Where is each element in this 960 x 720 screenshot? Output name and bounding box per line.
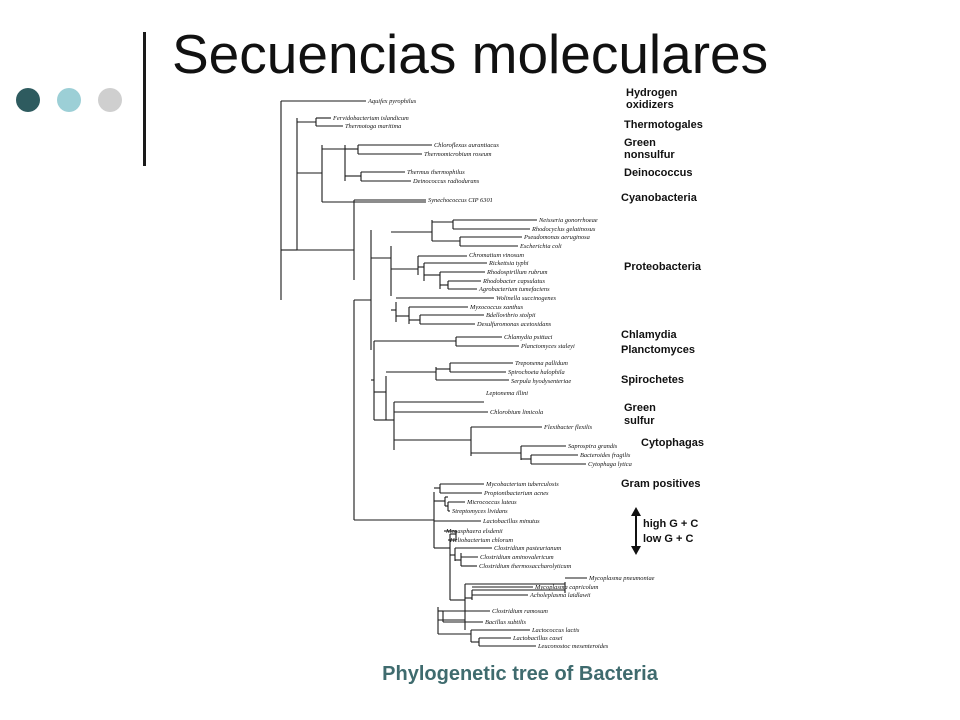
taxon-label: Bacteroides fragilis xyxy=(580,452,631,459)
group-labels: HydrogenoxidizersThermotogalesGreennonsu… xyxy=(621,87,704,545)
taxon-label: Mycoplasma pneumoniae xyxy=(588,575,655,582)
taxon-label: Lactobacillus minutus xyxy=(482,518,540,525)
dot-light-teal xyxy=(57,88,81,112)
taxon-label: Propionibacterium acnes xyxy=(483,490,549,497)
taxon-label: Rickettsia typhi xyxy=(488,260,529,267)
taxon-label: Streptomyces lividans xyxy=(452,508,508,515)
taxon-label: Clostridium thermosaccharolyticum xyxy=(479,563,572,570)
taxon-label: Clostridium pasteurianum xyxy=(494,545,562,552)
taxon-label: Myxococcus xanthus xyxy=(469,304,524,311)
taxon-label: Heliobacterium chlorum xyxy=(449,537,513,544)
taxon-label: Thermus thermophilus xyxy=(407,169,465,176)
taxon-label: Mycobacterium tuberculosis xyxy=(485,481,559,488)
group-label: Hydrogen xyxy=(626,87,678,99)
taxon-label: Rhodobacter capsulatus xyxy=(482,278,545,285)
dot-gray xyxy=(98,88,122,112)
taxon-label: Escherichia coli xyxy=(519,243,562,250)
group-label: Planctomyces xyxy=(621,344,695,356)
group-label: Deinococcus xyxy=(624,167,692,179)
figure-caption: Phylogenetic tree of Bacteria xyxy=(382,663,658,685)
taxon-label: Lactococcus lactis xyxy=(531,627,580,634)
group-label: Proteobacteria xyxy=(624,261,702,273)
taxon-label: Clostridium ramosum xyxy=(492,608,548,615)
taxon-label: Rhodospirillum rubrum xyxy=(486,269,548,276)
tree-branches xyxy=(280,100,587,647)
taxon-label: Spirochoeta halophila xyxy=(508,369,565,376)
taxon-label: Fervidobacterium islandicum xyxy=(332,115,409,122)
taxon-label: Flexibacter flexilis xyxy=(543,424,593,431)
taxon-label: Thermotoga maritima xyxy=(345,123,401,130)
group-label: sulfur xyxy=(624,415,655,427)
group-label: Spirochetes xyxy=(621,374,684,386)
group-label: low G + C xyxy=(643,533,693,545)
group-label: Green xyxy=(624,402,656,414)
taxon-label: Mycoplasma capricolum xyxy=(534,584,599,591)
taxon-label: Chlamydia psittaci xyxy=(504,334,553,341)
taxon-label: Megasphaera elsdenii xyxy=(445,528,503,535)
taxon-label: Clostridium aminovalericum xyxy=(480,554,554,561)
group-label: Thermotogales xyxy=(624,119,703,131)
taxon-label: Cytophaga lytica xyxy=(588,461,632,468)
group-label: high G + C xyxy=(643,518,698,530)
taxon-label: Chlorobium limicola xyxy=(490,409,543,416)
taxon-label: Leuconostoc mesenteroides xyxy=(537,643,609,650)
group-label: Chlamydia xyxy=(621,329,678,341)
decorative-dots xyxy=(16,88,124,114)
taxon-label: Thermomicrobium roseum xyxy=(424,151,492,158)
group-label: Gram positives xyxy=(621,478,700,490)
taxon-label: Acholeplasma laidlawii xyxy=(529,592,591,599)
taxon-label: Agrobacterium tumefaciens xyxy=(478,286,550,293)
taxon-label: Rhodocyclus gelatinosus xyxy=(531,226,596,233)
taxon-label: Treponema pallidum xyxy=(515,360,568,367)
taxon-label: Leptonema illini xyxy=(485,390,528,397)
title-divider xyxy=(143,32,146,166)
group-label: Cyanobacteria xyxy=(621,192,698,204)
taxon-label: Aquifex pyrophilus xyxy=(367,98,417,105)
taxon-label: Planctomyces staleyi xyxy=(520,343,575,350)
taxon-label: Wolinella succinogenes xyxy=(496,295,556,302)
taxon-label: Micrococcus luteus xyxy=(466,499,517,506)
taxon-label: Serpula hyodysenteriae xyxy=(511,378,571,385)
group-label: nonsulfur xyxy=(624,149,675,161)
taxon-label: Desulfuromonas acetoxidans xyxy=(476,321,552,328)
group-label: Cytophagas xyxy=(641,437,704,449)
taxon-label: Deinococcus radiodurans xyxy=(412,178,480,185)
taxon-label: Bdellovibrio stolpii xyxy=(486,312,536,319)
taxon-label: Lactobacillus casei xyxy=(512,635,563,642)
taxon-label: Chloroflexus aurantiacus xyxy=(434,142,499,149)
taxon-label: Synechococcus CIP 6301 xyxy=(428,197,493,204)
dot-dark xyxy=(16,88,40,112)
taxon-label: Bacillus subtilis xyxy=(485,619,527,626)
slide-title: Secuencias moleculares xyxy=(172,23,769,85)
taxon-label: Chromatium vinosum xyxy=(469,252,524,259)
group-label: Green xyxy=(624,137,656,149)
taxon-label: Pseudomonas aeruginosa xyxy=(523,234,590,241)
taxon-label: Saprospira grandis xyxy=(568,443,618,450)
group-label: oxidizers xyxy=(626,99,674,111)
taxon-label: Neisseria gonorrhoeae xyxy=(538,217,598,224)
gc-arrow-icon xyxy=(631,507,641,555)
